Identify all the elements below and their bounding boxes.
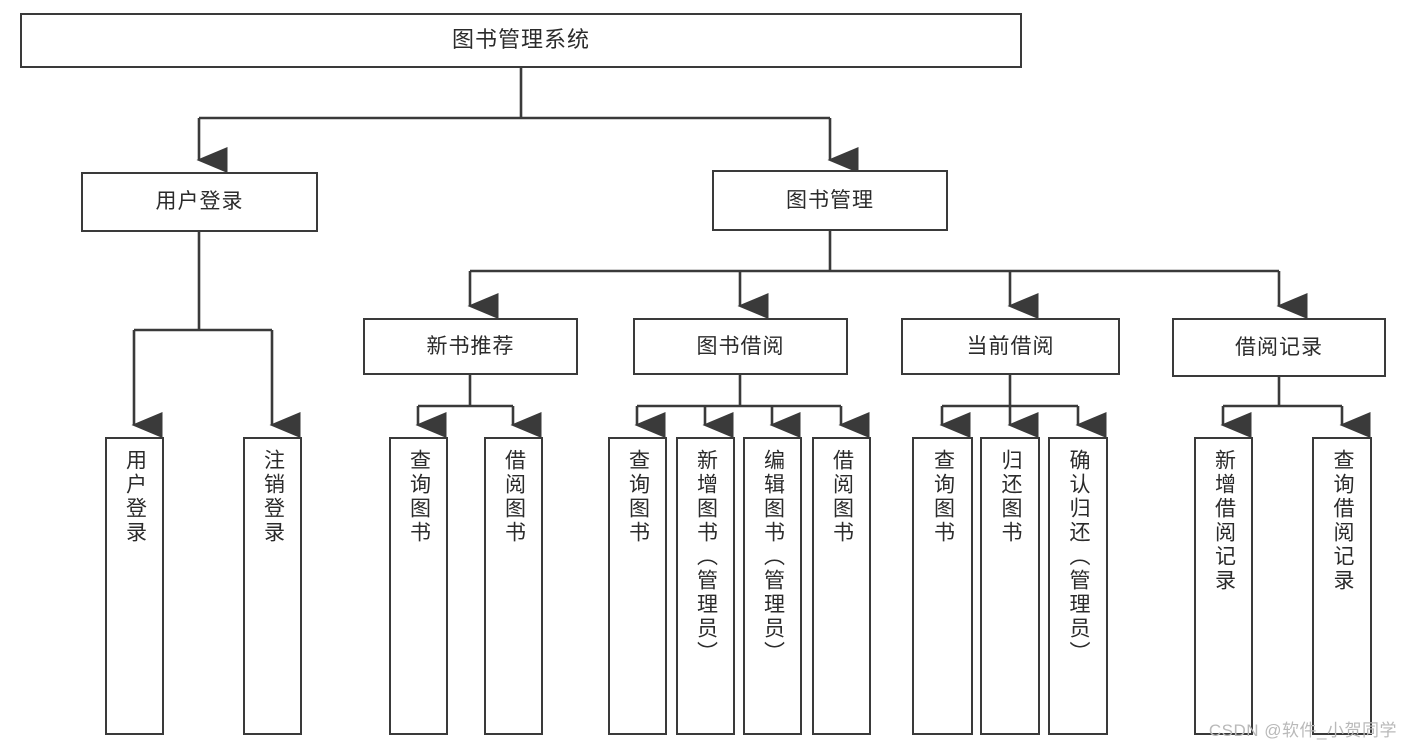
node-label: 用户登录 [155,190,244,214]
node-current-borrow[interactable]: 当前借阅 [901,318,1120,375]
node-label: 图书借阅 [696,334,785,358]
node-label: 图书管理 [786,188,874,212]
node-label: 归还图书 [999,449,1023,545]
node-book-management[interactable]: 图书管理 [712,170,948,231]
node-new-book-recommend[interactable]: 新书推荐 [363,318,578,375]
leaf-return-book[interactable]: 归还图书 [980,437,1040,735]
node-book-borrow[interactable]: 图书借阅 [633,318,848,375]
leaf-query-book-borrow[interactable]: 查询图书 [608,437,667,735]
leaf-borrow-book-recommend[interactable]: 借阅图书 [484,437,543,735]
node-label: 当前借阅 [966,334,1055,358]
node-label: 查询借阅记录 [1331,449,1355,593]
leaf-query-book-recommend[interactable]: 查询图书 [389,437,448,735]
node-root[interactable]: 图书管理系统 [20,13,1022,68]
leaf-user-login[interactable]: 用户登录 [105,437,164,735]
node-label: 查询图书 [626,449,650,545]
leaf-borrow-book[interactable]: 借阅图书 [812,437,871,735]
leaf-query-book-current[interactable]: 查询图书 [912,437,973,735]
node-label: 确认归还（管理员） [1067,449,1091,665]
node-label: 新增借阅记录 [1212,449,1236,593]
csdn-watermark: CSDN @软件_小贺同学 [1208,721,1397,740]
leaf-logout-login[interactable]: 注销登录 [243,437,302,735]
node-label: 借阅图书 [830,449,854,545]
leaf-add-borrow-record[interactable]: 新增借阅记录 [1194,437,1253,735]
leaf-confirm-return-admin[interactable]: 确认归还（管理员） [1048,437,1108,735]
node-label: 查询图书 [407,449,431,545]
node-user-login[interactable]: 用户登录 [81,172,318,232]
node-label: 借阅图书 [502,449,526,545]
leaf-add-book-admin[interactable]: 新增图书（管理员） [676,437,735,735]
node-borrow-record[interactable]: 借阅记录 [1172,318,1386,377]
node-label: 新增图书（管理员） [694,449,718,665]
node-label: 借阅记录 [1235,335,1323,359]
node-label: 新书推荐 [426,334,515,358]
node-label: 注销登录 [261,449,285,545]
node-root-label: 图书管理系统 [451,27,590,53]
node-label: 用户登录 [123,449,147,545]
node-label: 编辑图书（管理员） [761,449,785,665]
leaf-query-borrow-record[interactable]: 查询借阅记录 [1312,437,1372,735]
leaf-edit-book-admin[interactable]: 编辑图书（管理员） [743,437,802,735]
node-label: 查询图书 [931,449,955,545]
